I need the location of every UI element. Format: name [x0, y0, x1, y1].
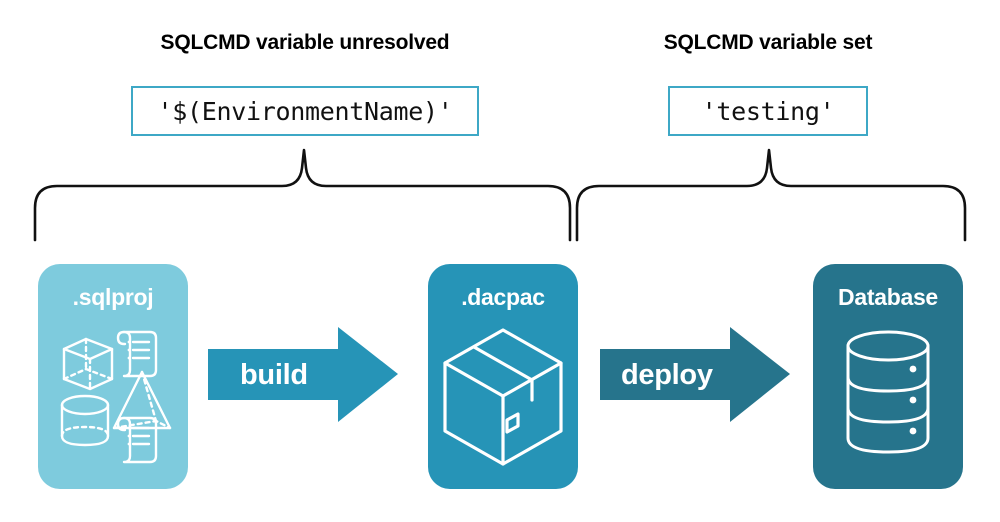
arrow-right-icon — [600, 327, 790, 422]
scroll-icon — [116, 416, 158, 464]
stage-label-sqlproj: .sqlproj — [72, 284, 154, 310]
database-cylinder-icon — [846, 330, 930, 454]
stage-box-sqlproj: .sqlproj — [38, 264, 188, 489]
arrow-label-build: build — [240, 359, 308, 391]
brace-unresolved — [30, 148, 575, 243]
database-artwork — [813, 316, 963, 479]
dacpac-artwork — [428, 316, 578, 479]
brace-icon — [33, 148, 572, 242]
brace-icon — [575, 148, 967, 242]
stage-label-dacpac: .dacpac — [461, 284, 545, 310]
code-value-text: 'testing' — [701, 96, 835, 126]
stage-label-database: Database — [838, 284, 938, 310]
arrow-right-icon — [208, 327, 398, 422]
sqlproj-icon-group — [60, 330, 172, 464]
pyramid-icon — [112, 370, 172, 430]
arrow-deploy — [600, 327, 790, 422]
cube-icon — [62, 337, 114, 391]
section-heading-set: SQLCMD variable set — [663, 31, 873, 54]
cylinder-icon — [60, 394, 110, 447]
brace-set — [572, 148, 970, 243]
sqlproj-artwork — [38, 316, 188, 479]
stage-box-dacpac: .dacpac — [428, 264, 578, 489]
stage-box-database: Database — [813, 264, 963, 489]
arrow-build — [208, 327, 398, 422]
code-value-box-unresolved: '$(EnvironmentName)' — [131, 86, 479, 136]
scroll-icon — [116, 330, 158, 378]
section-heading-unresolved: SQLCMD variable unresolved — [160, 31, 450, 54]
package-box-icon — [443, 328, 563, 466]
arrow-label-deploy: deploy — [621, 359, 713, 391]
code-value-text: '$(EnvironmentName)' — [157, 96, 453, 126]
code-value-box-set: 'testing' — [668, 86, 868, 136]
